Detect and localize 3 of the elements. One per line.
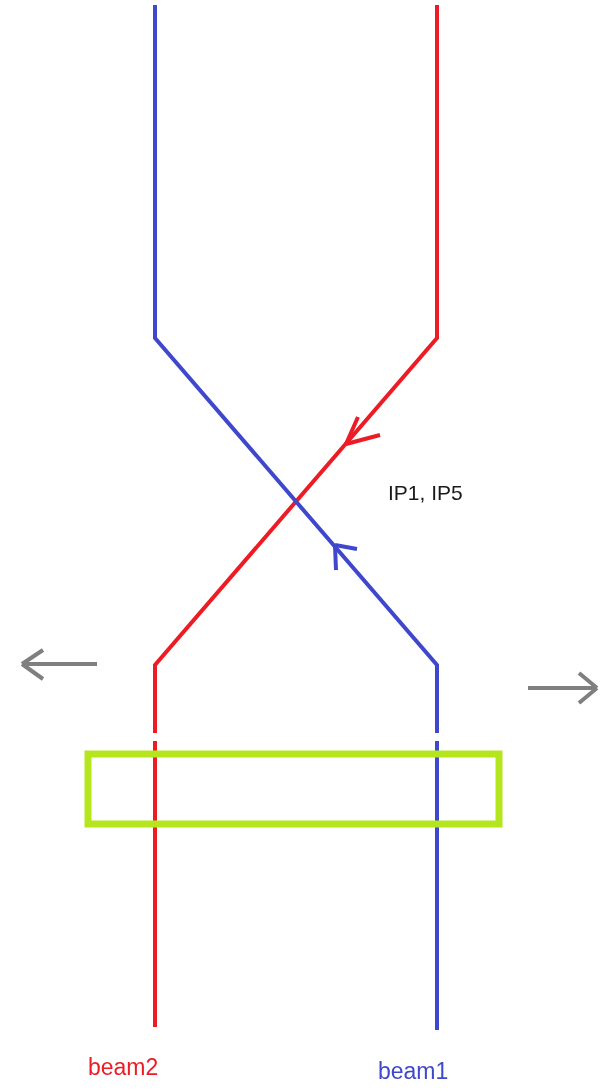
- interaction-point-label: IP1, IP5: [388, 482, 463, 503]
- beam-label: beam1: [378, 1060, 449, 1083]
- beam-label: beam2: [88, 1056, 159, 1079]
